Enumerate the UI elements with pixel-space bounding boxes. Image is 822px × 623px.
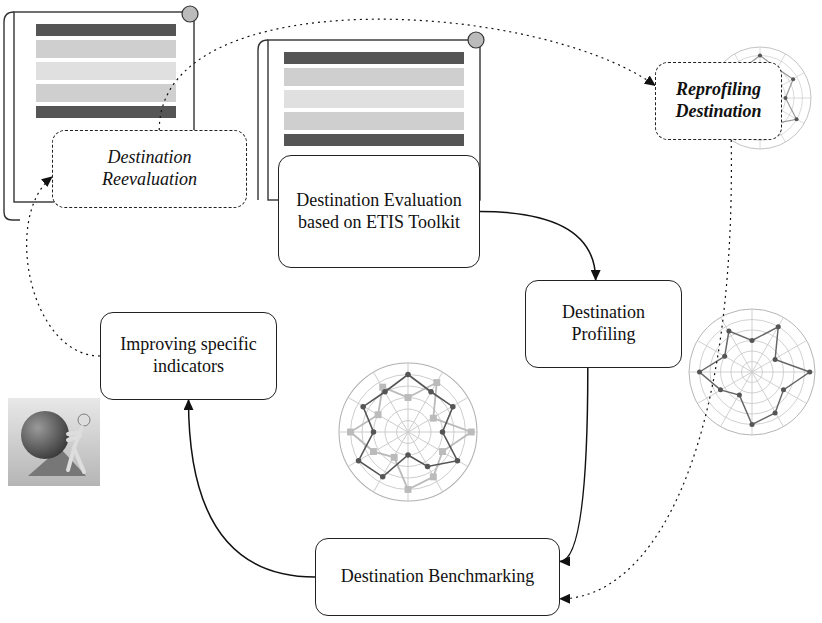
flow-arrow: [560, 368, 588, 561]
box-content: Destination Reevaluation: [61, 147, 238, 190]
box-content: Improving specific indicators: [109, 334, 268, 377]
box-label: Destination Reevaluation: [61, 147, 238, 190]
radar-chart: [339, 363, 477, 501]
box-content: Destination Evaluation based on ETIS Too…: [287, 190, 471, 233]
box-label: Destination Evaluation based on ETIS Too…: [287, 190, 471, 233]
dotted-arrow: [560, 140, 731, 599]
process-box: Improving specific indicators: [100, 312, 277, 400]
flow-arrow: [480, 212, 596, 281]
reprofiling-box: Reprofiling Destination: [655, 62, 782, 140]
pushing-figure: [8, 398, 100, 486]
box-content: Destination Benchmarking: [341, 566, 534, 588]
box-content: Destination Profiling: [534, 302, 673, 345]
radar-chart: [689, 309, 815, 435]
flow-arrow: [189, 400, 316, 577]
box-label: Reprofiling Destination: [664, 79, 773, 122]
box-label: Improving specific indicators: [109, 334, 268, 377]
process-box: Destination Evaluation based on ETIS Too…: [278, 155, 480, 268]
box-label: Destination Profiling: [534, 302, 673, 345]
dotted-arrow: [159, 19, 655, 130]
reevaluation-box: Destination Reevaluation: [52, 130, 247, 208]
process-box: Destination Profiling: [525, 280, 682, 368]
box-label: Destination Benchmarking: [341, 566, 534, 588]
process-box: Destination Benchmarking: [315, 538, 560, 616]
box-content: Reprofiling Destination: [664, 79, 773, 122]
